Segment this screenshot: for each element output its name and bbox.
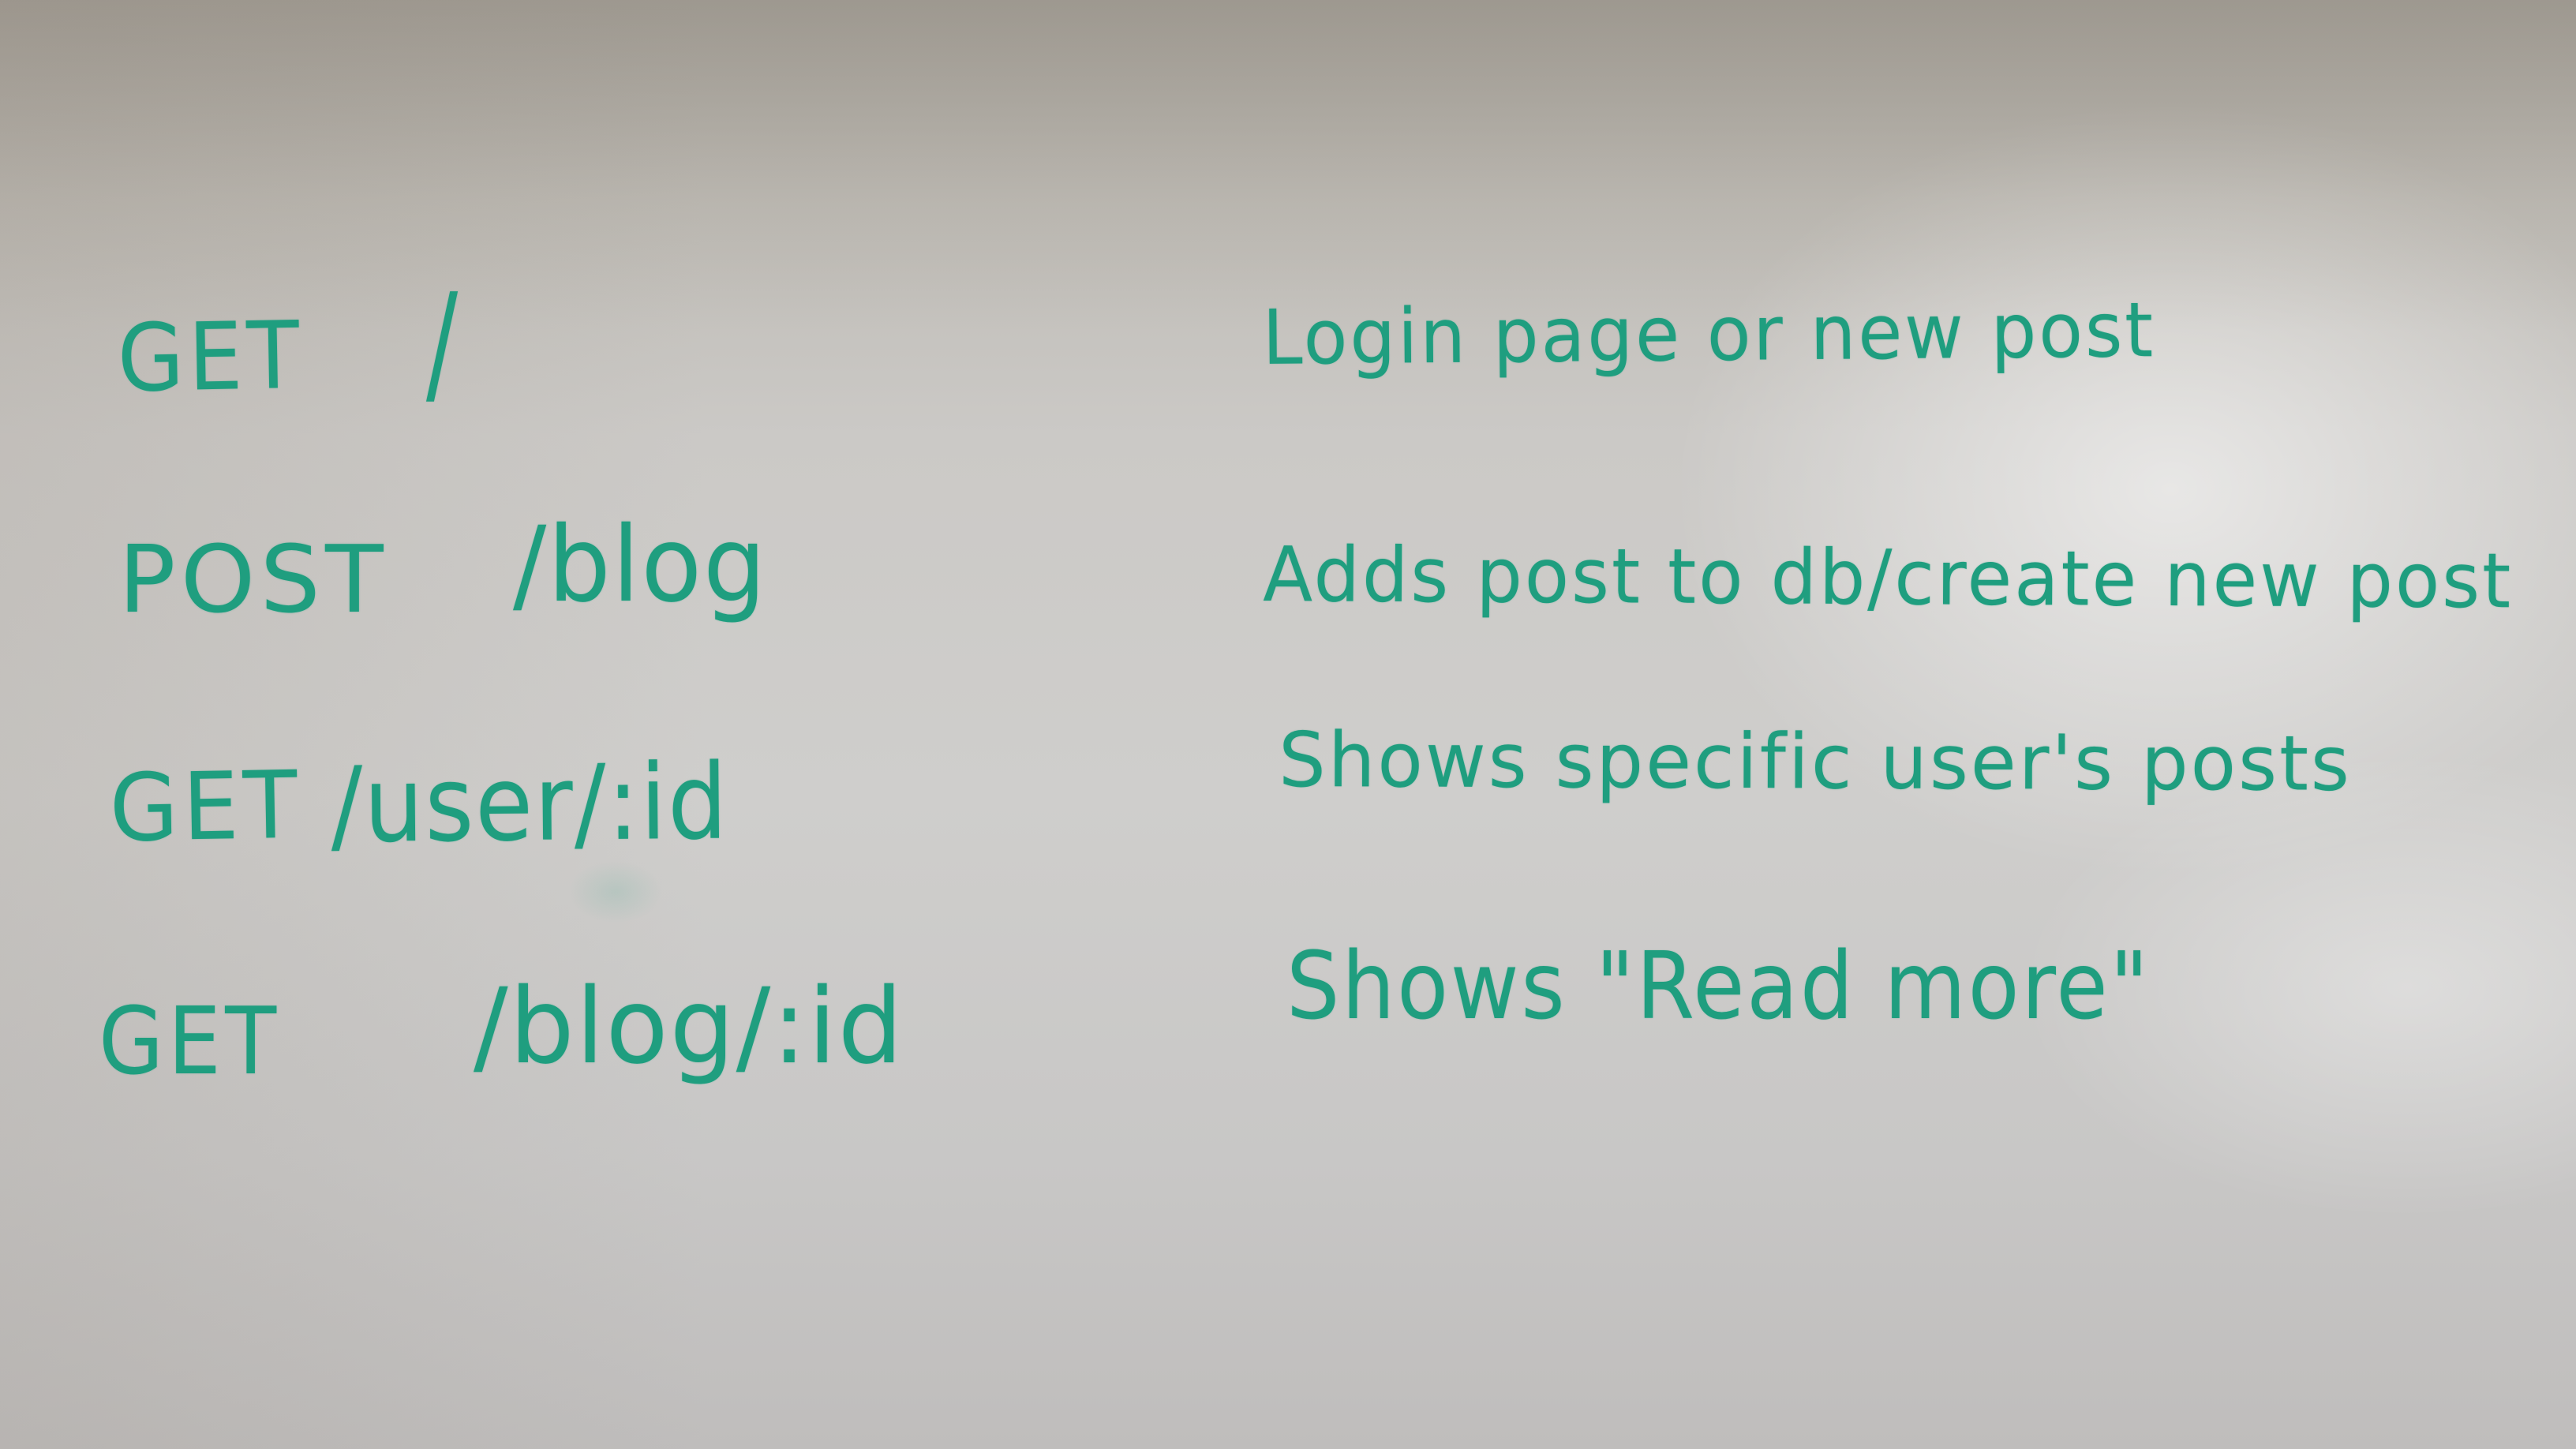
route-method: POST [118, 525, 388, 634]
route-description: Shows "Read more" [1286, 931, 2151, 1040]
left-shade [0, 0, 710, 1449]
route-description: Shows specific user's posts [1278, 716, 2353, 808]
route-method: GET [99, 987, 281, 1095]
route-path: /user/:id [330, 741, 729, 867]
route-description: Login page or new post [1262, 286, 2156, 382]
top-shadow [0, 0, 2576, 331]
route-path: /blog/:id [474, 966, 904, 1088]
route-description: Adds post to db/create new post [1262, 530, 2514, 626]
ink-smudge [568, 860, 663, 923]
route-path: /blog [513, 504, 768, 626]
route-method: GET [116, 300, 305, 413]
route-method: GET [108, 750, 303, 863]
route-path: / [426, 265, 459, 421]
